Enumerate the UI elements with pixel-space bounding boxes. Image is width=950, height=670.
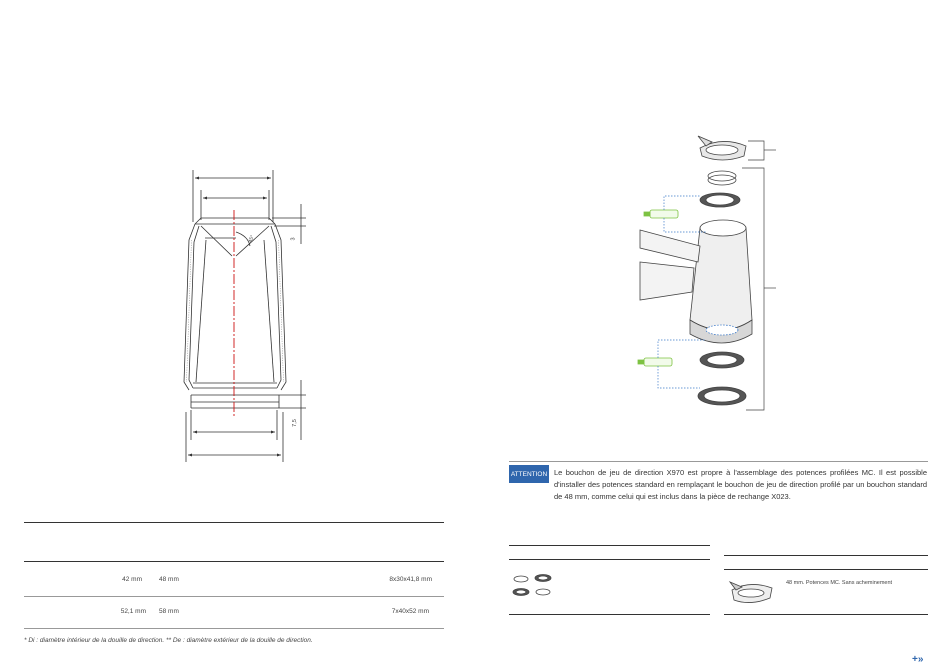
parts-table-right-bottom-rule	[724, 614, 928, 615]
bearing-size-value: 7x40x52 mm	[391, 608, 429, 615]
footnote: * Di : diamètre intérieur de la douille …	[24, 637, 313, 644]
next-page-link[interactable]: +»	[912, 654, 924, 665]
parts-table-right-header-rule	[724, 569, 928, 570]
parts-table-left-bottom-rule	[509, 614, 710, 615]
parts-table-left-top-rule	[509, 545, 710, 546]
bearing-set-icon	[512, 574, 552, 596]
table-bottom-rule	[24, 628, 444, 629]
attention-badge: ATTENTION	[509, 465, 549, 483]
table-row-divider	[24, 596, 444, 597]
grease-tube-icon	[649, 209, 679, 219]
attention-divider	[509, 461, 928, 462]
de-value: 58 mm	[159, 608, 179, 615]
cap-description: 48 mm. Potences MC. Sans acheminement	[786, 580, 893, 586]
di-value: 42 mm	[122, 576, 142, 583]
parts-table-left-header-rule	[509, 559, 710, 560]
bearing-size-value: 8x30x41,8 mm	[389, 576, 432, 583]
di-value: 52,1 mm	[120, 608, 146, 615]
attention-text: Le bouchon de jeu de direction X970 est …	[554, 468, 927, 501]
parts-table-right-top-rule	[724, 555, 928, 556]
table-header-rule	[24, 561, 444, 562]
table-top-rule	[24, 522, 444, 523]
headset-cap-icon	[728, 581, 773, 603]
de-value: 48 mm	[159, 576, 179, 583]
grease-tube-icon	[643, 357, 673, 367]
compression-ring	[707, 170, 737, 182]
